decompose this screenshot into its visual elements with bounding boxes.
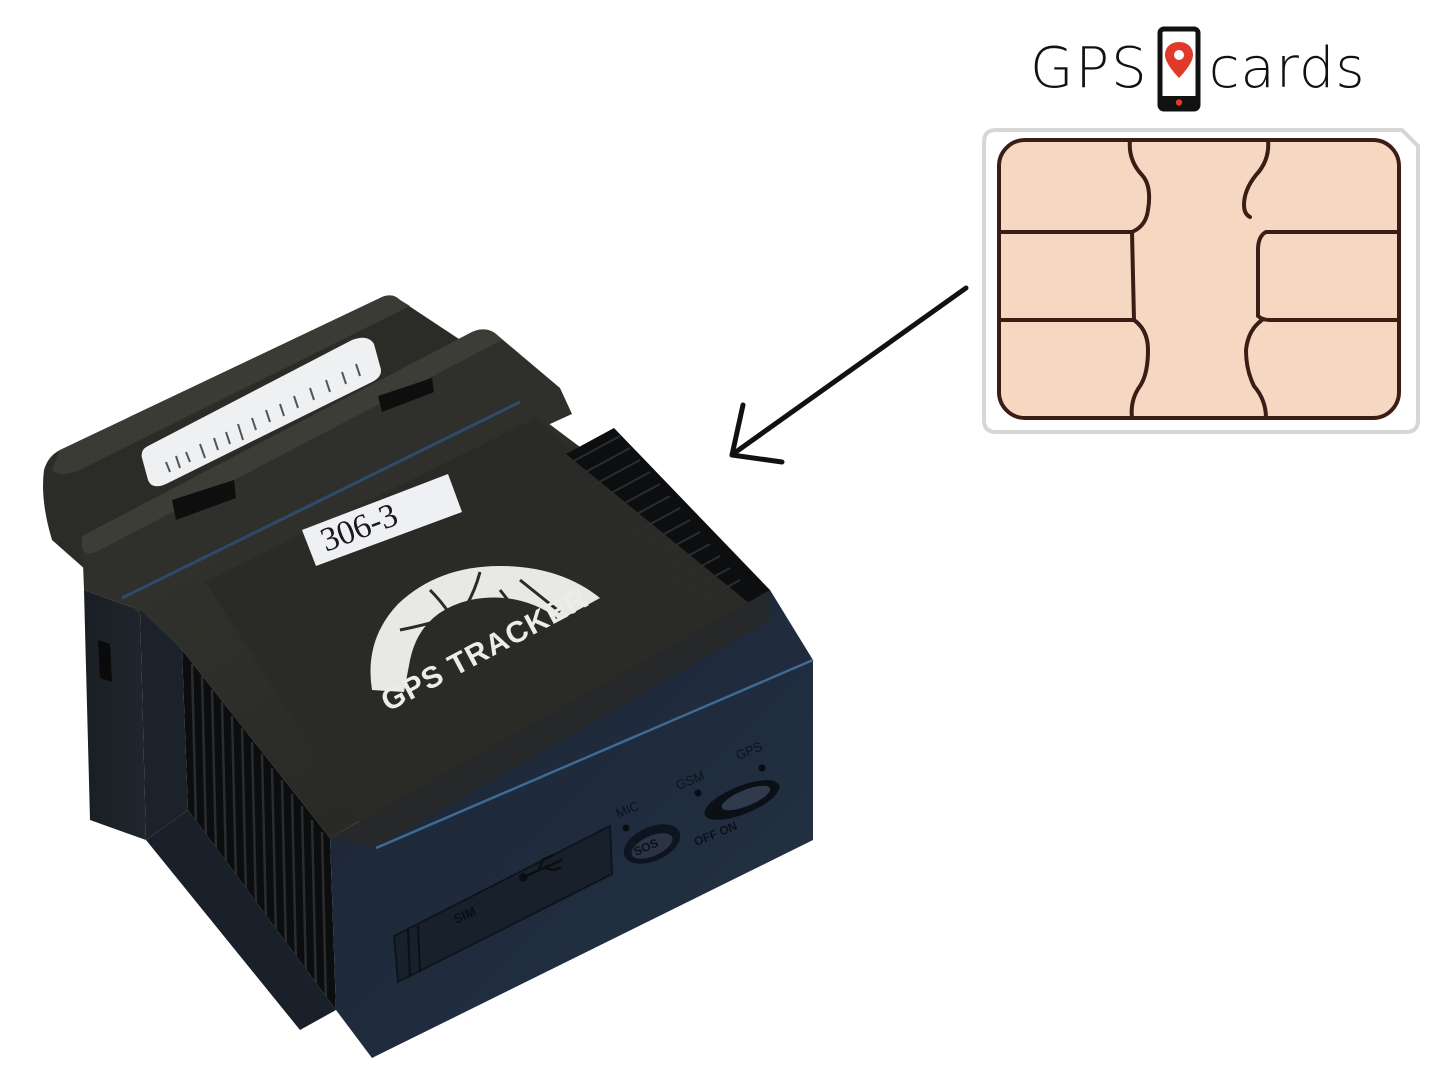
gps-cards-logo: GPS cards (1030, 24, 1366, 114)
brand-word-cards: cards (1208, 36, 1366, 101)
device-left-panel (84, 590, 146, 840)
device-collar (82, 329, 572, 610)
cooling-fins-right (566, 428, 770, 612)
sos-button[interactable]: SOS (618, 816, 687, 871)
barcode-label (141, 337, 381, 487)
phone-location-pin-icon (1157, 26, 1201, 112)
cooling-fins-left (182, 650, 336, 1010)
sim-port-cover: SIM (392, 824, 614, 984)
side-slot (98, 640, 112, 682)
brand-word-gps: GPS (1030, 36, 1149, 101)
usb-icon (519, 853, 564, 882)
